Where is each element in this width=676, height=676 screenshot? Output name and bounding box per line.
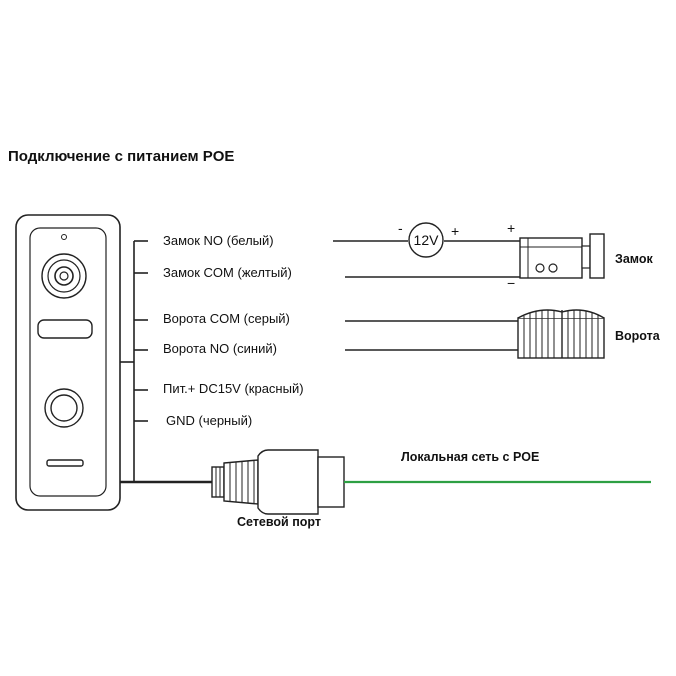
indicator-icon bbox=[61, 234, 67, 240]
lock-label: Замок bbox=[615, 252, 653, 266]
camera-icon bbox=[41, 253, 87, 299]
gate-label: Ворота bbox=[615, 329, 660, 343]
power-plus-sign: + bbox=[451, 223, 459, 239]
wire-harness bbox=[120, 240, 222, 484]
port-label: Сетевой порт bbox=[237, 515, 321, 529]
lock-minus-sign: − bbox=[507, 275, 515, 291]
wire-label-gate-no: Ворота NO (синий) bbox=[163, 341, 277, 356]
network-label: Локальная сеть с POE bbox=[401, 450, 540, 464]
power-minus-sign: - bbox=[398, 220, 403, 236]
name-plate bbox=[37, 319, 93, 339]
diagram-title: Подключение с питанием POE bbox=[8, 148, 235, 165]
wire-label-gate-com: Ворота COM (серый) bbox=[163, 311, 290, 326]
lock-icon: + − bbox=[507, 220, 605, 291]
output-wires bbox=[333, 240, 520, 351]
network-connector-icon bbox=[211, 449, 345, 515]
intercom-panel bbox=[15, 214, 121, 511]
speaker-grille bbox=[46, 459, 84, 467]
lock-plus-sign: + bbox=[507, 220, 515, 236]
wire-label-gnd: GND (черный) bbox=[166, 413, 253, 428]
call-button-icon bbox=[44, 388, 84, 428]
wire-label-power: Пит.+ DC15V (красный) bbox=[163, 381, 304, 396]
power-source-label: 12V bbox=[414, 232, 440, 248]
wire-label-lock-com: Замок COM (желтый) bbox=[163, 265, 292, 280]
power-source-12v: 12V - + bbox=[398, 220, 459, 258]
gate-icon bbox=[517, 309, 605, 359]
wire-label-lock-no: Замок NO (белый) bbox=[163, 233, 274, 248]
